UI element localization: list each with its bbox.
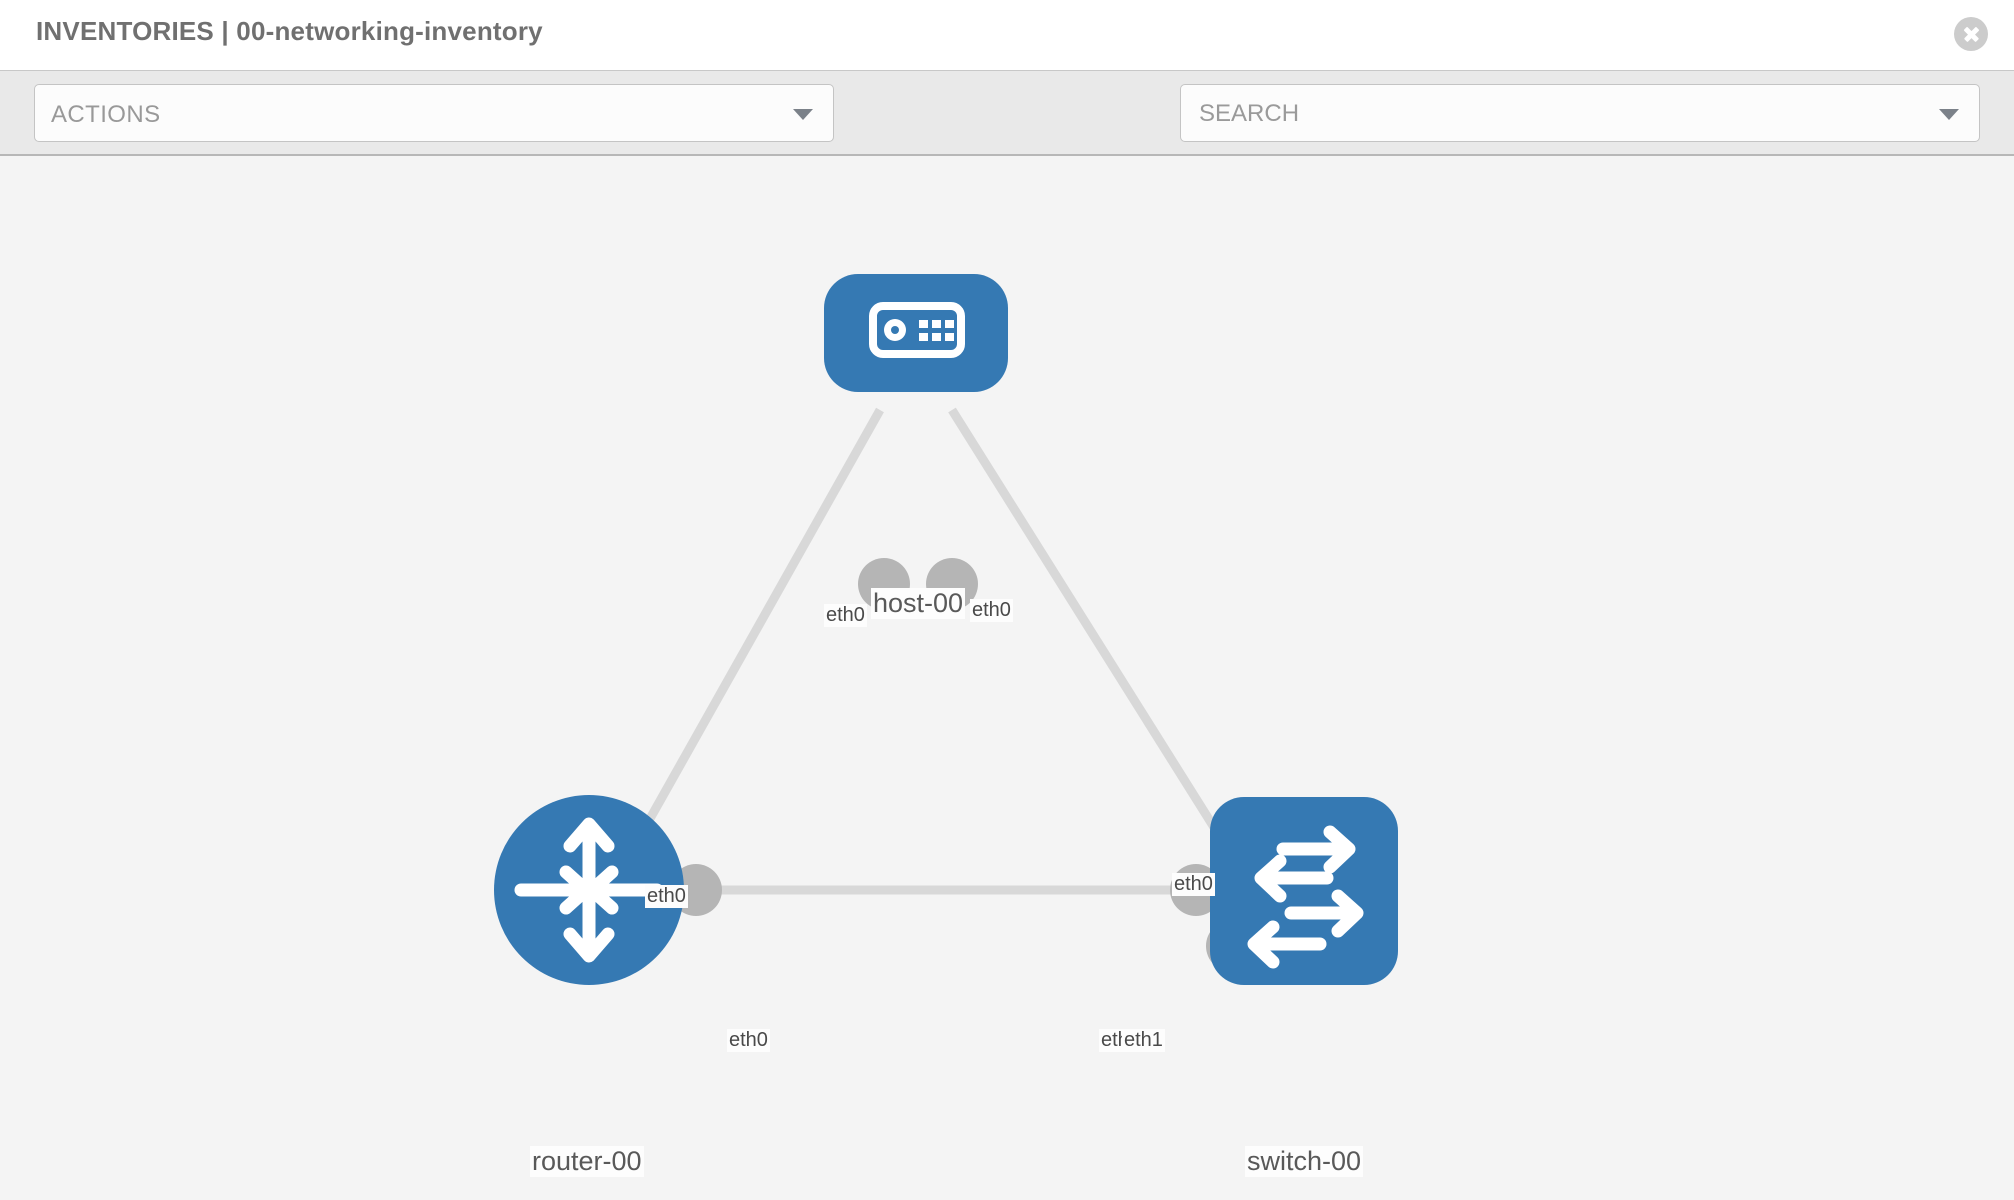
actions-dropdown[interactable]: ACTIONS <box>34 84 834 142</box>
close-icon[interactable] <box>1954 17 1988 51</box>
node-label-host-00: host-00 <box>871 588 966 619</box>
topology-links <box>625 407 1236 895</box>
edge-label-host00-eth0-right: eth0 <box>970 599 1013 622</box>
edge-label-switch00-eth1: eth1 <box>1122 1029 1165 1052</box>
node-label-router-00: router-00 <box>530 1146 644 1177</box>
search-input[interactable] <box>1197 85 1901 143</box>
actions-dropdown-label: ACTIONS <box>51 101 161 128</box>
page-title: INVENTORIES | 00-networking-inventory <box>36 16 543 46</box>
node-host-00-body[interactable] <box>824 274 1008 392</box>
server-icon <box>869 302 965 358</box>
search-box[interactable] <box>1180 84 1980 143</box>
toolbar: ACTIONS <box>0 70 2014 201</box>
node-label-switch-00: switch-00 <box>1245 1146 1364 1177</box>
chevron-down-icon[interactable] <box>1939 109 1959 120</box>
edge-label-router00-eth0-uplink: eth0 <box>645 885 688 908</box>
link-host00-switch00[interactable] <box>948 407 1236 859</box>
node-switch-00-body[interactable] <box>1210 797 1398 985</box>
switch-arrows-icon <box>1247 825 1364 969</box>
topology-graph <box>494 274 1398 985</box>
node-host-00[interactable] <box>824 274 1008 392</box>
node-router-00[interactable] <box>494 795 684 985</box>
node-switch-00[interactable] <box>1210 797 1398 985</box>
link-host00-router00[interactable] <box>625 407 884 859</box>
chevron-down-icon <box>793 109 813 120</box>
page-header: INVENTORIES | 00-networking-inventory <box>0 0 2014 70</box>
edge-label-switch00-eth0-uplink: eth0 <box>1172 873 1215 896</box>
edge-label-host00-eth0-left: eth0 <box>824 604 867 627</box>
topology-canvas[interactable]: host-00 router-00 switch-00 eth0 eth0 et… <box>0 156 2014 1200</box>
edge-label-router00-eth0: eth0 <box>727 1029 770 1052</box>
